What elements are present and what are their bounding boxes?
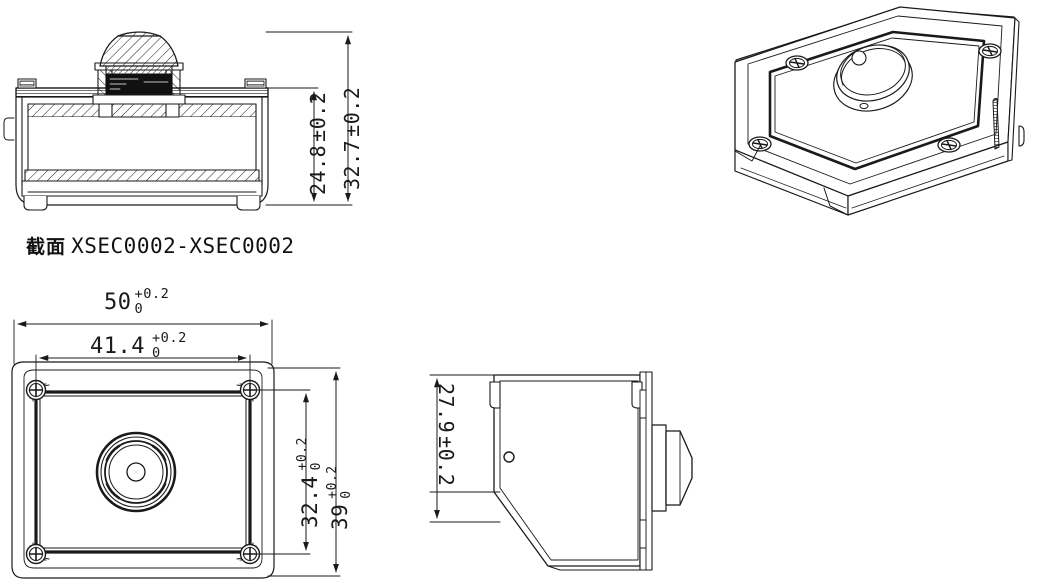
dimension-value: 27.9	[434, 383, 458, 434]
dimension-tolerance: +0.2 0	[295, 437, 325, 471]
dimension-value: 32.7	[340, 139, 364, 190]
section-label-name: XSEC0002-XSEC0002	[71, 234, 295, 258]
corner-screws	[25, 379, 261, 565]
bottom-view-geometry	[11, 361, 275, 579]
iso-vent-slot	[992, 97, 1000, 150]
dimension-tolerance: ±0.2	[306, 91, 330, 142]
iso-lens	[833, 44, 913, 112]
section-view-label: 截面 XSEC0002-XSEC0002	[26, 232, 295, 259]
section-view-geometry	[3, 31, 269, 211]
bottom-dimension-lines	[13, 319, 341, 577]
bottom-view-lens	[95, 431, 177, 513]
dimension-value: 50	[104, 289, 132, 315]
iso-corner-screws	[748, 43, 1002, 153]
dimension-value: 32.4	[297, 475, 322, 528]
dimension-height-inner: 24.8 ±0.2	[306, 92, 330, 195]
section-label-prefix: 截面	[26, 236, 67, 258]
side-dimension-lines	[429, 374, 501, 523]
dimension-side-height: 27.9 ±0.2	[434, 383, 458, 486]
dimension-tolerance: ±0.2	[434, 436, 458, 487]
dimension-value: 39	[327, 503, 352, 530]
dimension-width-screw-pitch: 41.4 +0.2 0	[90, 330, 187, 361]
dimension-tolerance: +0.2 0	[134, 286, 170, 317]
dimension-tolerance: ±0.2	[340, 86, 364, 137]
isometric-view-geometry	[734, 6, 1025, 216]
dimension-tolerance: +0.2 0	[151, 330, 187, 361]
dimension-depth-screw-pitch: 32.4 +0.2 0	[295, 437, 325, 528]
dimension-height-overall: 32.7 ±0.2	[340, 87, 364, 190]
dimension-width-overall: 50 +0.2 0	[104, 286, 170, 317]
dimension-depth-overall: 39 +0.2 0	[325, 465, 355, 530]
side-view-geometry	[489, 371, 693, 571]
dimension-value: 41.4	[90, 333, 145, 359]
dimension-tolerance: +0.2 0	[325, 465, 355, 499]
dimension-value: 24.8	[306, 144, 330, 195]
section-dimension-lines	[265, 31, 353, 206]
